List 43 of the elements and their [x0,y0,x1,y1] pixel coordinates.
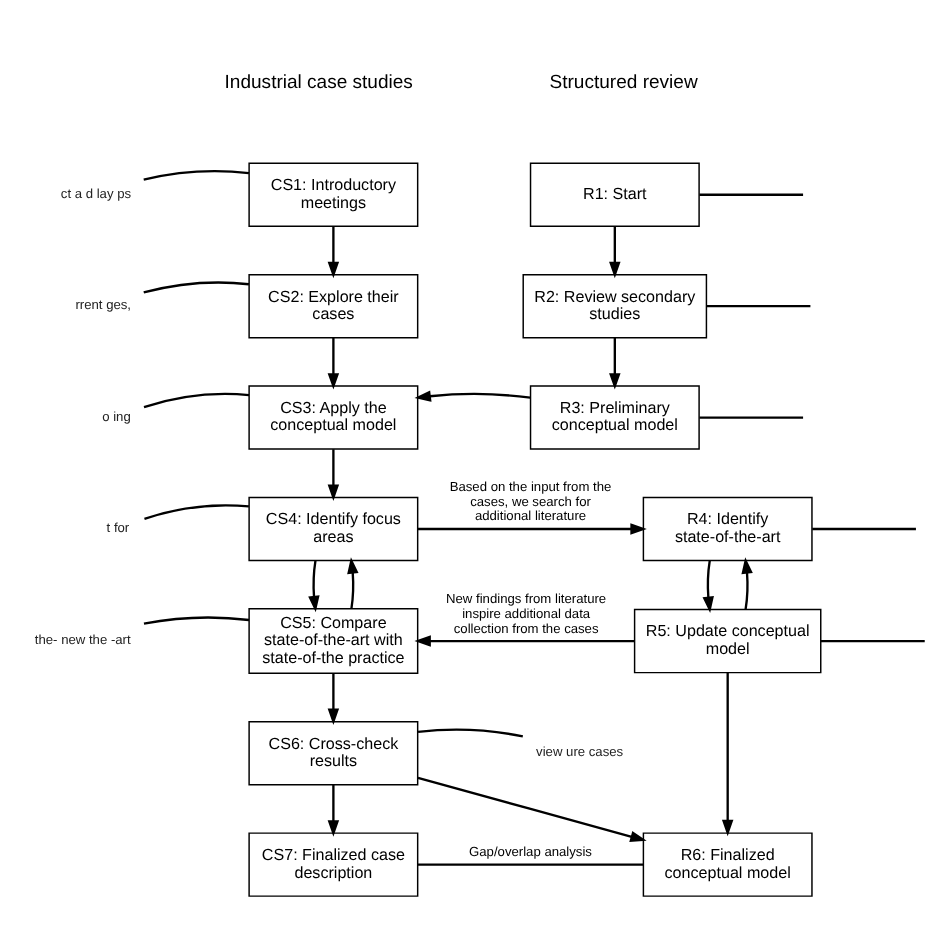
connector [143,616,250,625]
node-box: R1: Start [529,162,700,228]
arrow [327,784,340,837]
connector [706,305,811,308]
arrow [327,226,340,279]
connector [144,504,249,520]
connector [812,527,916,531]
connector [143,281,250,294]
node-box: R4: Identify state-of-the-art [642,496,813,562]
connector [143,169,250,181]
node-box: R2: Review secondary studies [522,273,708,339]
connector [699,416,804,419]
node-box: CS2: Explore their cases [248,273,419,339]
arrow [347,557,359,609]
node-box: R6: Finalized conceptual model [642,832,813,897]
arrow [609,226,621,279]
connector [820,639,925,643]
arrow [721,672,734,837]
node-box: R5: Update conceptual model [633,608,822,674]
label: Industrial case studies [224,72,413,95]
label: Structured review [549,72,698,95]
node-box: CS6: Cross-check results [248,720,419,786]
connector [418,863,644,866]
node-box: CS7: Finalized case description [248,832,419,897]
arrow [308,560,320,613]
arrow [417,776,647,843]
node-box: R3: Preliminary conceptual model [529,385,700,450]
arrow [327,673,340,725]
node-box: CS1: Introductory meetings [248,162,419,228]
arrow [414,390,531,402]
arrow [418,523,647,535]
arrow [702,560,714,613]
connector [143,392,250,409]
node-box: CS5: Compare state-of-the-art with state-of-the practice [248,608,419,675]
arrow [327,337,340,390]
arrow [741,557,753,610]
node-box: CS3: Apply the conceptual model [248,385,419,450]
connector [417,728,524,738]
arrow [327,449,340,501]
arrow [609,337,621,390]
node-box: CS4: Identify focus areas [248,496,419,562]
connector [699,193,804,196]
arrow [414,635,635,647]
